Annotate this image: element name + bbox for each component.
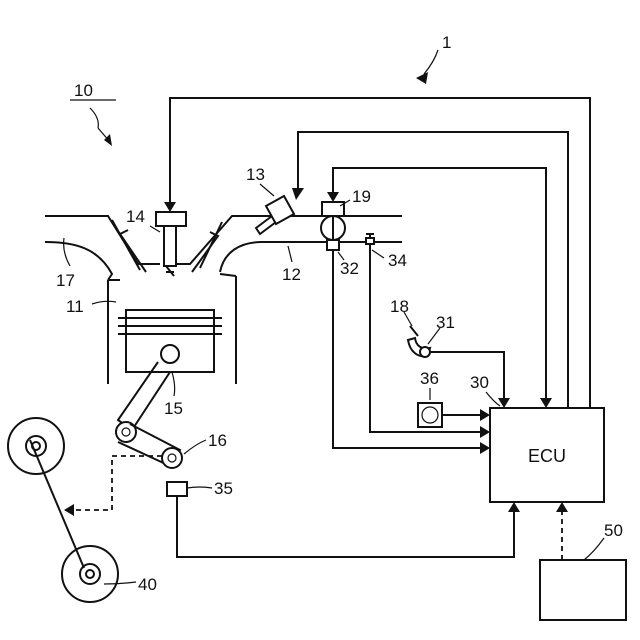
label-36: 36: [420, 369, 439, 388]
label-40: 40: [138, 575, 157, 594]
crankshaft: [162, 448, 182, 468]
line-ecu-injector13: [298, 132, 568, 408]
label-11: 11: [66, 297, 84, 316]
label-13: 13: [246, 165, 265, 184]
line-sensor31-ecu: [430, 352, 504, 400]
engine: [45, 196, 442, 496]
label-32: 32: [340, 259, 359, 278]
exhaust-valve: [112, 220, 140, 270]
label-35: 35: [214, 479, 233, 498]
throttle-actuator: [322, 202, 344, 216]
label-30: 30: [470, 373, 489, 392]
label-14: 14: [126, 207, 145, 226]
drive-belt: [30, 440, 84, 568]
piston-pin: [161, 345, 179, 363]
throttle-sensor-32: [327, 240, 339, 250]
label-1: 1: [442, 33, 451, 52]
drive-wheels: [8, 418, 118, 602]
wheel-upper: [8, 418, 64, 474]
line-crank-wheel: [72, 456, 162, 510]
label-17: 17: [56, 271, 75, 290]
line-sensor32-ecu: [333, 250, 482, 448]
label-34: 34: [388, 251, 407, 270]
injector-14-nozzle: [164, 226, 176, 266]
label-16: 16: [208, 431, 227, 450]
label-12: 12: [282, 265, 301, 284]
wheel-40: [62, 546, 118, 602]
label-50: 50: [604, 521, 623, 540]
device-50-box: [540, 560, 626, 620]
label-10: 10: [74, 81, 93, 100]
label-19: 19: [352, 187, 371, 206]
label-15: 15: [164, 399, 183, 418]
line-sensor35-ecu: [177, 496, 514, 557]
sensor-35: [167, 482, 187, 496]
injector-14-body: [156, 212, 186, 226]
label-18: 18: [390, 297, 409, 316]
accelerator-sensor-31: [420, 347, 430, 357]
label-31: 31: [436, 313, 455, 332]
line-ecu-injector14: [170, 98, 590, 408]
ecu-label: ECU: [528, 446, 566, 466]
intake-port-bottom: [220, 242, 402, 272]
